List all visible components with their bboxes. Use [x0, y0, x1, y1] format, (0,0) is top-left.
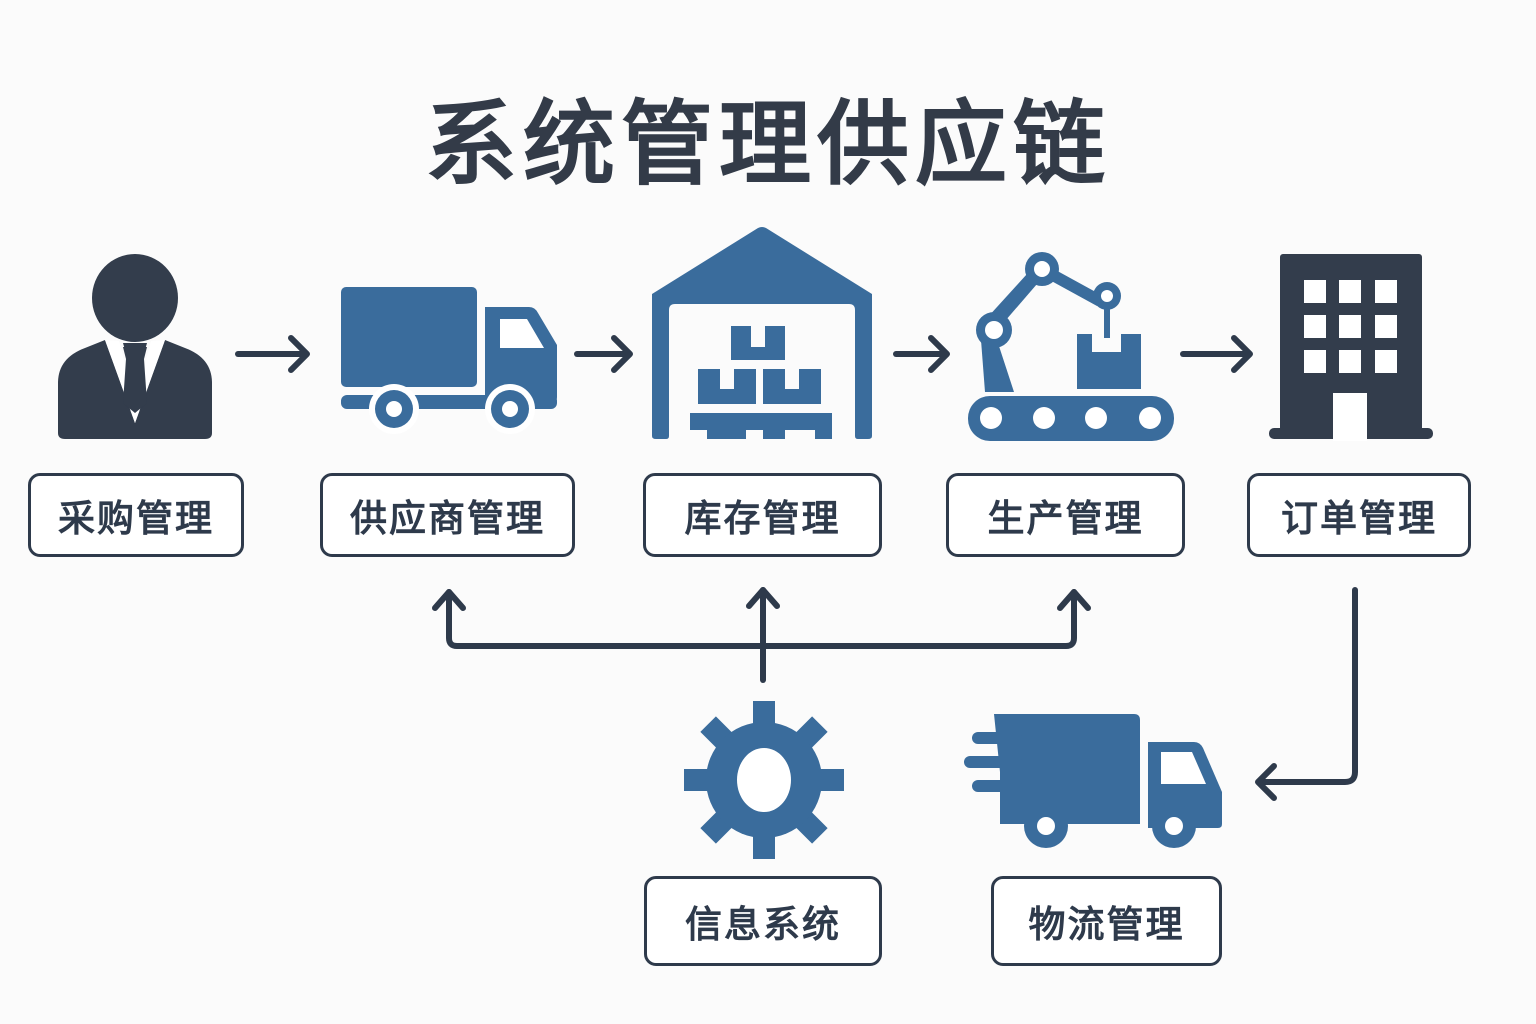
businessman-icon — [58, 254, 212, 439]
diagram-title: 系统管理供应链 — [424, 91, 1111, 198]
arrow-order-to-logistics — [1255, 587, 1358, 801]
warehouse-icon — [652, 227, 872, 439]
node-order: 订单管理 — [1247, 473, 1471, 557]
office-building-icon — [1269, 254, 1433, 441]
fast-delivery-truck-icon — [964, 714, 1222, 848]
node-supplier: 供应商管理 — [320, 473, 575, 557]
node-production: 生产管理 — [946, 473, 1185, 557]
node-label: 订单管理 — [1281, 497, 1437, 540]
node-label: 信息系统 — [685, 903, 841, 946]
arrow-procurement-to-supplier — [235, 335, 310, 373]
node-label: 库存管理 — [684, 497, 841, 540]
node-label: 物流管理 — [1028, 903, 1185, 946]
node-logistics: 物流管理 — [991, 876, 1222, 966]
truck-icon — [341, 287, 557, 434]
arrow-inventory-to-production — [893, 335, 950, 373]
robot-arm-conveyor-icon — [968, 252, 1174, 441]
node-inventory: 库存管理 — [643, 473, 882, 557]
node-procurement: 采购管理 — [28, 473, 244, 557]
gear-icon — [684, 701, 844, 859]
arrow-info-system-hub — [432, 587, 1091, 683]
node-label: 生产管理 — [987, 497, 1144, 540]
node-info-system: 信息系统 — [644, 876, 882, 966]
node-label: 采购管理 — [58, 497, 214, 540]
node-label: 供应商管理 — [350, 497, 545, 540]
arrow-production-to-order — [1180, 335, 1253, 373]
arrow-supplier-to-inventory — [574, 335, 633, 373]
